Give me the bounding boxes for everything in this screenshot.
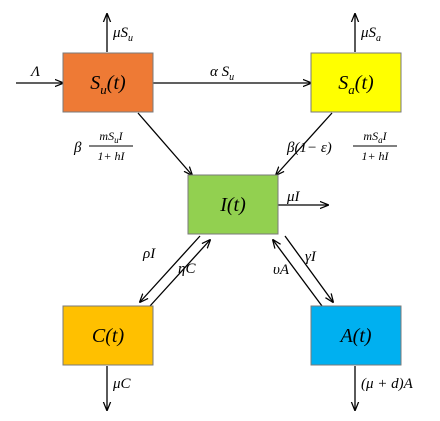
node-sa: Sa(t) (310, 52, 402, 113)
node-a: A(t) (310, 305, 402, 366)
su-to-i-arrow (137, 112, 192, 175)
su-infection-denominator: 1+ hI (97, 149, 125, 163)
i-death-label: μI (286, 189, 301, 205)
c-death-label: μC (112, 376, 132, 392)
su-death-label: μSu (112, 25, 133, 44)
a-to-i-arrow (273, 240, 323, 307)
c-to-i-label: ηC (178, 261, 196, 277)
node-c-label: C(t) (92, 325, 125, 347)
node-i: I(t) (187, 174, 279, 235)
sa-infection-prefix: β(1− ε) (286, 140, 332, 156)
a-to-i-label: υA (273, 262, 290, 278)
a-death-label: (μ + d)A (361, 376, 414, 392)
node-i-label: I(t) (219, 194, 246, 216)
node-c: C(t) (62, 305, 154, 366)
node-su: Su(t) (62, 52, 154, 113)
c-to-i-arrow (149, 240, 210, 307)
sa-infection-label: β(1− ε) mSaI 1+ hI (286, 129, 397, 163)
sa-to-i-arrow (276, 112, 333, 175)
sa-infection-numerator: mSaI (363, 129, 387, 145)
i-to-c-label: ρI (142, 246, 156, 262)
su-infection-label: β mSuI 1+ hI (73, 129, 133, 163)
sa-infection-denominator: 1+ hI (361, 149, 389, 163)
inflow-label: Λ (29, 64, 40, 80)
node-su-label: Su(t) (90, 72, 126, 97)
node-a-label: A(t) (338, 325, 371, 347)
vaccination-label: α Su (210, 64, 234, 83)
sa-death-label: μSa (360, 25, 381, 44)
node-sa-label: Sa(t) (338, 72, 374, 97)
i-to-a-label: γI (305, 249, 317, 265)
i-to-c-arrow (140, 235, 201, 302)
i-to-a-arrow (284, 235, 333, 302)
su-infection-prefix: β (73, 140, 82, 156)
su-infection-numerator: mSuI (99, 129, 123, 145)
